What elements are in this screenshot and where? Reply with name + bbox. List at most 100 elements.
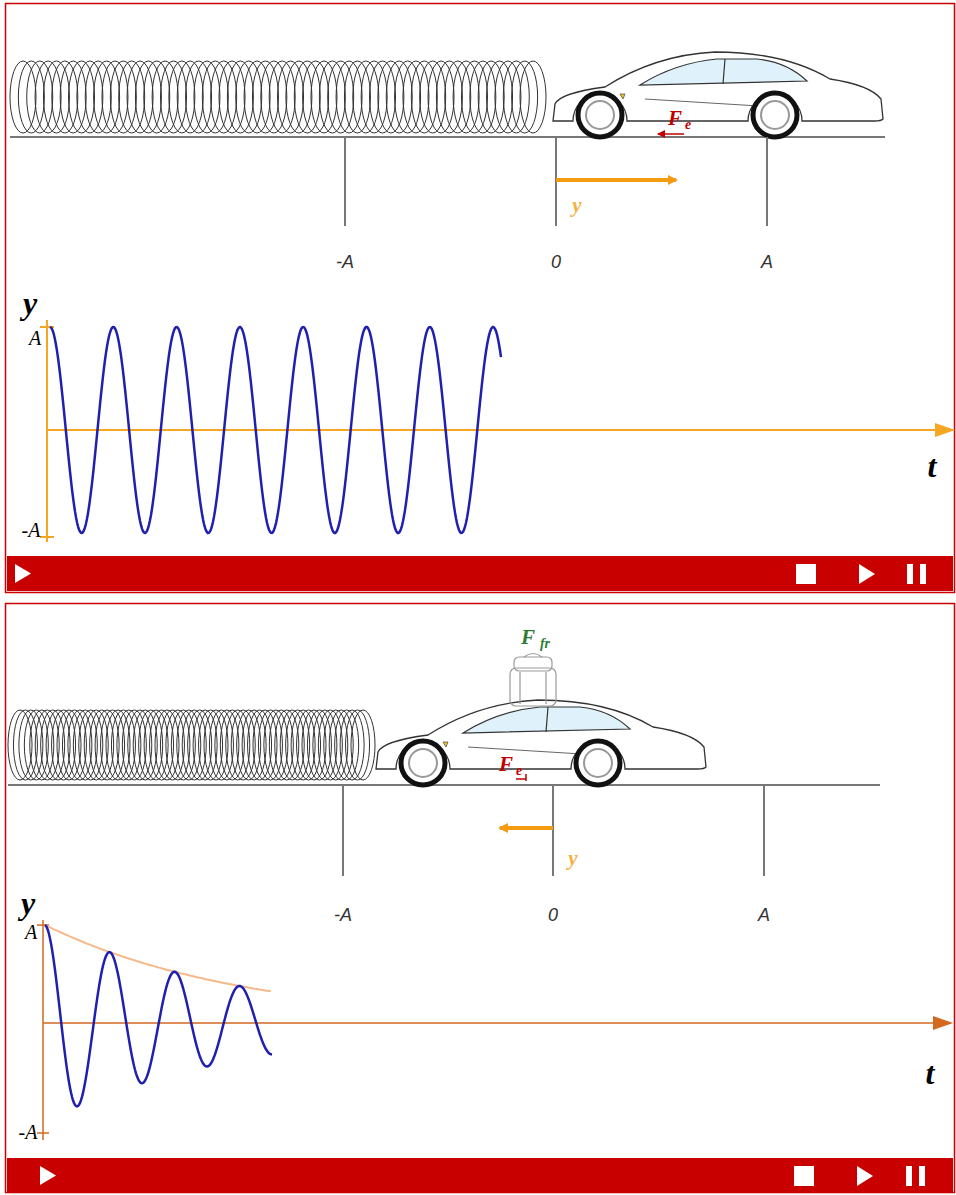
envelope-curve [45,925,271,991]
spring-coil [171,710,195,780]
spring-coil [215,710,239,780]
force-subscript: e [685,118,691,132]
control-buttons [40,1166,925,1186]
spring-coil [420,61,446,133]
spring-coil [353,61,379,133]
spring-coil [85,61,111,133]
spring-coil [193,710,217,780]
spring-coil [248,710,272,780]
axis-tick-label: A [25,922,37,942]
spring-coil [122,710,146,780]
axis-title: t [928,450,937,482]
spring-coil [294,61,320,133]
spring-coil [227,61,253,133]
position-label: 0 [551,253,561,271]
spring-coil [117,710,141,780]
spring-coil [324,710,348,780]
spring-coil [60,61,86,133]
spring-coil [194,61,220,133]
spring-coil [152,61,178,133]
axis-title: t [926,1057,935,1089]
control-bar [7,1158,953,1193]
spring-coil [378,61,404,133]
spring-coil [10,61,36,133]
spring-coil [495,61,521,133]
axis-tick-label: -A [22,520,41,540]
force-symbol: F [668,108,682,129]
spring-coil [69,61,95,133]
displacement-arrow [500,826,553,830]
spring-coil [209,710,233,780]
spring-coil [403,61,429,133]
spring-coil [166,710,190,780]
car [553,52,883,137]
spring-coil [370,61,396,133]
spring-coil [52,710,76,780]
axis-tick-label: A [29,328,41,348]
spring-coil [128,710,152,780]
control-buttons [15,564,926,584]
spring-coil [269,61,295,133]
spring-coil [346,710,370,780]
spring-coil [520,61,546,133]
spring-coil [19,710,43,780]
spring-coil [182,710,206,780]
spring-coil [186,61,212,133]
spring-coil [470,61,496,133]
spring-coil [253,710,277,780]
spring-coil [269,710,293,780]
t-axis [43,1022,951,1024]
spring-coil [188,710,212,780]
displacement-label: y [568,848,577,869]
tick-marks [343,785,764,876]
position-label: -A [336,253,354,271]
spring-coil [119,61,145,133]
spring-coil [127,61,153,133]
car [376,700,706,785]
spring-coil [278,61,304,133]
spring-coil [478,61,504,133]
displacement-arrow [556,178,676,182]
spring-coil [41,710,65,780]
spring-coil [242,710,266,780]
luggage [510,654,556,707]
spring-coil [231,710,255,780]
spring-coil [150,710,174,780]
spring-coil [43,61,69,133]
position-label: A [761,253,773,271]
spring-coil [329,710,353,780]
spring-coil [236,61,262,133]
spring-coil [144,710,168,780]
spring-coil [258,710,282,780]
force-symbol: F [499,754,513,775]
spring-coil [244,61,270,133]
displacement-label: y [572,195,581,216]
spring-coil [62,710,86,780]
spring [8,710,375,780]
ground-line [10,136,885,138]
spring-coil [411,61,437,133]
spring-coil [303,61,329,133]
spring-coil [219,61,245,133]
spring-coil [487,61,513,133]
spring-coil [461,61,487,133]
spring-coil [503,61,529,133]
axis-title: y [23,287,37,319]
spring-coil [302,710,326,780]
spring-coil [436,61,462,133]
spring-coil [111,710,135,780]
spring-coil [319,61,345,133]
spring-coil [291,710,315,780]
panel-border [6,604,955,1193]
spring-coil [428,61,454,133]
spring-coil [94,61,120,133]
force-subscript: e [516,764,522,778]
spring-coil [226,710,250,780]
panel-border [6,4,955,593]
spring-coil [220,710,244,780]
y-axis [42,920,44,1140]
spring-coil [135,61,161,133]
spring-coil [252,61,278,133]
spring-coil [280,710,304,780]
spring-coil [237,710,261,780]
